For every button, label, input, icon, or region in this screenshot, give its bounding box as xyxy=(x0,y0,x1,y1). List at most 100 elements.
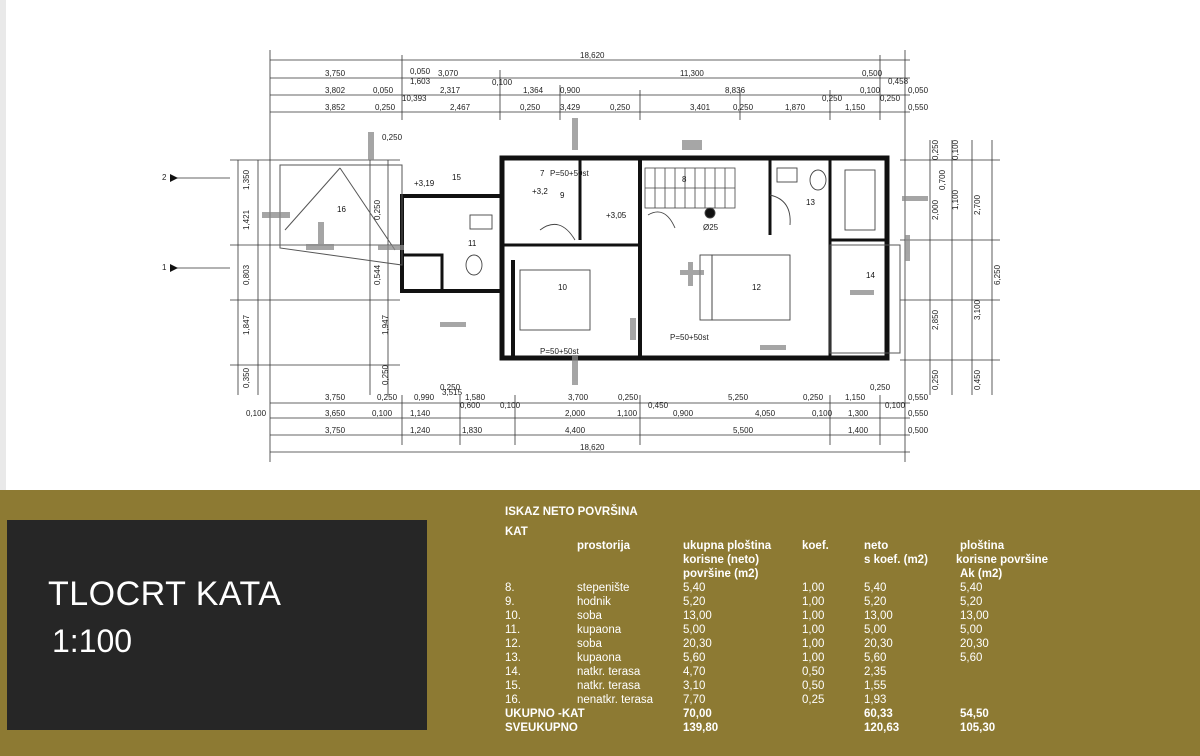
room-number-15: 15 xyxy=(452,173,461,182)
dim-right: 1,100 xyxy=(951,189,960,210)
dim-right: 0,100 xyxy=(951,139,960,160)
dim-bottom: 0,250 xyxy=(377,393,398,402)
dim-top-small: 0,250 xyxy=(382,133,403,142)
table-cell-name: stepenište xyxy=(577,582,630,594)
dim-bottom-small: 0,450 xyxy=(648,401,669,410)
room-number-12: 12 xyxy=(752,283,761,292)
col-header-area-2: korisne (neto) xyxy=(683,554,760,566)
table-cell-coef: 0,50 xyxy=(802,666,825,678)
window-label: P=50+50st xyxy=(540,347,579,356)
col-header-coef: koef. xyxy=(802,540,829,552)
dim-top: 3,401 xyxy=(690,103,711,112)
dim-left: 0,803 xyxy=(242,264,251,285)
dim-left: 1,350 xyxy=(242,169,251,190)
dim-bottom: 0,100 xyxy=(246,409,267,418)
dim-bottom: 1,580 xyxy=(465,393,486,402)
table-cell-area: 5,40 xyxy=(683,582,706,594)
total-all-ak: 105,30 xyxy=(960,722,996,734)
room-number-8: 8 xyxy=(682,175,687,184)
table-cell-no: 8. xyxy=(505,582,515,594)
dim-bottom: 1,300 xyxy=(848,409,869,418)
total-all-net: 120,63 xyxy=(864,722,900,734)
table-cell-name: soba xyxy=(577,638,602,650)
room-number-13: 13 xyxy=(806,198,815,207)
dim-bottom: 5,500 xyxy=(733,426,754,435)
dim-top-small: 0,250 xyxy=(822,94,843,103)
level-mark: +3,05 xyxy=(606,211,627,220)
dim-left: 0,544 xyxy=(373,264,382,285)
dim-right: 0,250 xyxy=(931,369,940,390)
dim-bottom-small: 0,100 xyxy=(500,401,521,410)
col-header-net-1: neto xyxy=(864,540,889,552)
table-cell-net: 5,00 xyxy=(864,624,887,636)
furniture xyxy=(465,167,876,331)
dim-bottom: 2,000 xyxy=(565,409,586,418)
col-header-area-1: ukupna ploština xyxy=(683,540,772,552)
dim-top: 1,150 xyxy=(845,103,866,112)
table-cell-net: 2,35 xyxy=(864,666,887,678)
dim-top: 1,364 xyxy=(523,86,544,95)
table-cell-coef: 1,00 xyxy=(802,624,825,636)
dim-right: 2,850 xyxy=(931,309,940,330)
dim-top: 2,317 xyxy=(440,86,461,95)
section-mark-2: 2 xyxy=(162,173,167,182)
table-cell-name: hodnik xyxy=(577,596,611,608)
table-heading: ISKAZ NETO POVRŠINA xyxy=(505,506,638,518)
dim-top: 0,500 xyxy=(862,69,883,78)
table-cell-area: 5,00 xyxy=(683,624,706,636)
dim-top: 0,250 xyxy=(520,103,541,112)
dim-bottom: 0,100 xyxy=(812,409,833,418)
table-cell-ak: 20,30 xyxy=(960,638,989,650)
room-number-10: 10 xyxy=(558,283,567,292)
building-walls xyxy=(400,155,890,361)
dim-bottom-small: 0,250 xyxy=(440,383,461,392)
dim-top-small: 1,603 xyxy=(410,77,431,86)
dim-bottom: 3,750 xyxy=(325,393,346,402)
col-header-room: prostorija xyxy=(577,540,631,552)
page-edge xyxy=(0,0,6,490)
dim-top: 0,100 xyxy=(860,86,881,95)
dim-right: 0,450 xyxy=(973,369,982,390)
dim-top: 0,250 xyxy=(375,103,396,112)
dim-bottom: 1,400 xyxy=(848,426,869,435)
floor-plan-area: 2 1 xyxy=(0,0,1002,490)
dim-top: 0,250 xyxy=(733,103,754,112)
dim-bottom: 0,550 xyxy=(908,393,929,402)
dim-right: 0,250 xyxy=(931,139,940,160)
table-cell-net: 1,93 xyxy=(864,694,887,706)
col-header-net-2: s koef. (m2) xyxy=(864,554,928,566)
dim-top: 3,429 xyxy=(560,103,581,112)
dim-top: 3,070 xyxy=(438,69,459,78)
plan-scale: 1:100 xyxy=(52,623,133,659)
dim-top: 8,836 xyxy=(725,86,746,95)
table-cell-ak: 13,00 xyxy=(960,610,989,622)
dim-right: 0,700 xyxy=(938,169,947,190)
dim-left: 0,350 xyxy=(242,367,251,388)
dimension-lines xyxy=(175,50,1000,462)
table-cell-name: natkr. terasa xyxy=(577,666,641,678)
dim-top: 0,550 xyxy=(908,103,929,112)
col-header-ak-1: ploština xyxy=(960,540,1005,552)
table-cell-coef: 1,00 xyxy=(802,596,825,608)
table-cell-ak: 5,20 xyxy=(960,596,983,608)
table-cell-no: 16. xyxy=(505,694,521,706)
dim-bottom: 0,100 xyxy=(372,409,393,418)
dim-top-small: 0,458 xyxy=(888,77,909,86)
dim-bottom: 3,650 xyxy=(325,409,346,418)
room-number-11: 11 xyxy=(468,239,477,248)
table-cell-no: 14. xyxy=(505,666,521,678)
dim-bottom: 0,600 xyxy=(460,401,481,410)
dim-bottom: 3,515 xyxy=(442,388,463,397)
total-kat-label: UKUPNO -KAT xyxy=(505,708,585,720)
dim-bottom: 4,400 xyxy=(565,426,586,435)
table-cell-coef: 0,25 xyxy=(802,694,825,706)
table-cell-net: 5,40 xyxy=(864,582,887,594)
dim-left: 0,250 xyxy=(373,199,382,220)
table-cell-area: 20,30 xyxy=(683,638,712,650)
table-cell-coef: 1,00 xyxy=(802,610,825,622)
dim-left: 1,847 xyxy=(242,314,251,335)
table-cell-no: 12. xyxy=(505,638,521,650)
dim-top: 1,870 xyxy=(785,103,806,112)
table-cell-coef: 1,00 xyxy=(802,582,825,594)
window-label: P=50+50st xyxy=(550,169,589,178)
